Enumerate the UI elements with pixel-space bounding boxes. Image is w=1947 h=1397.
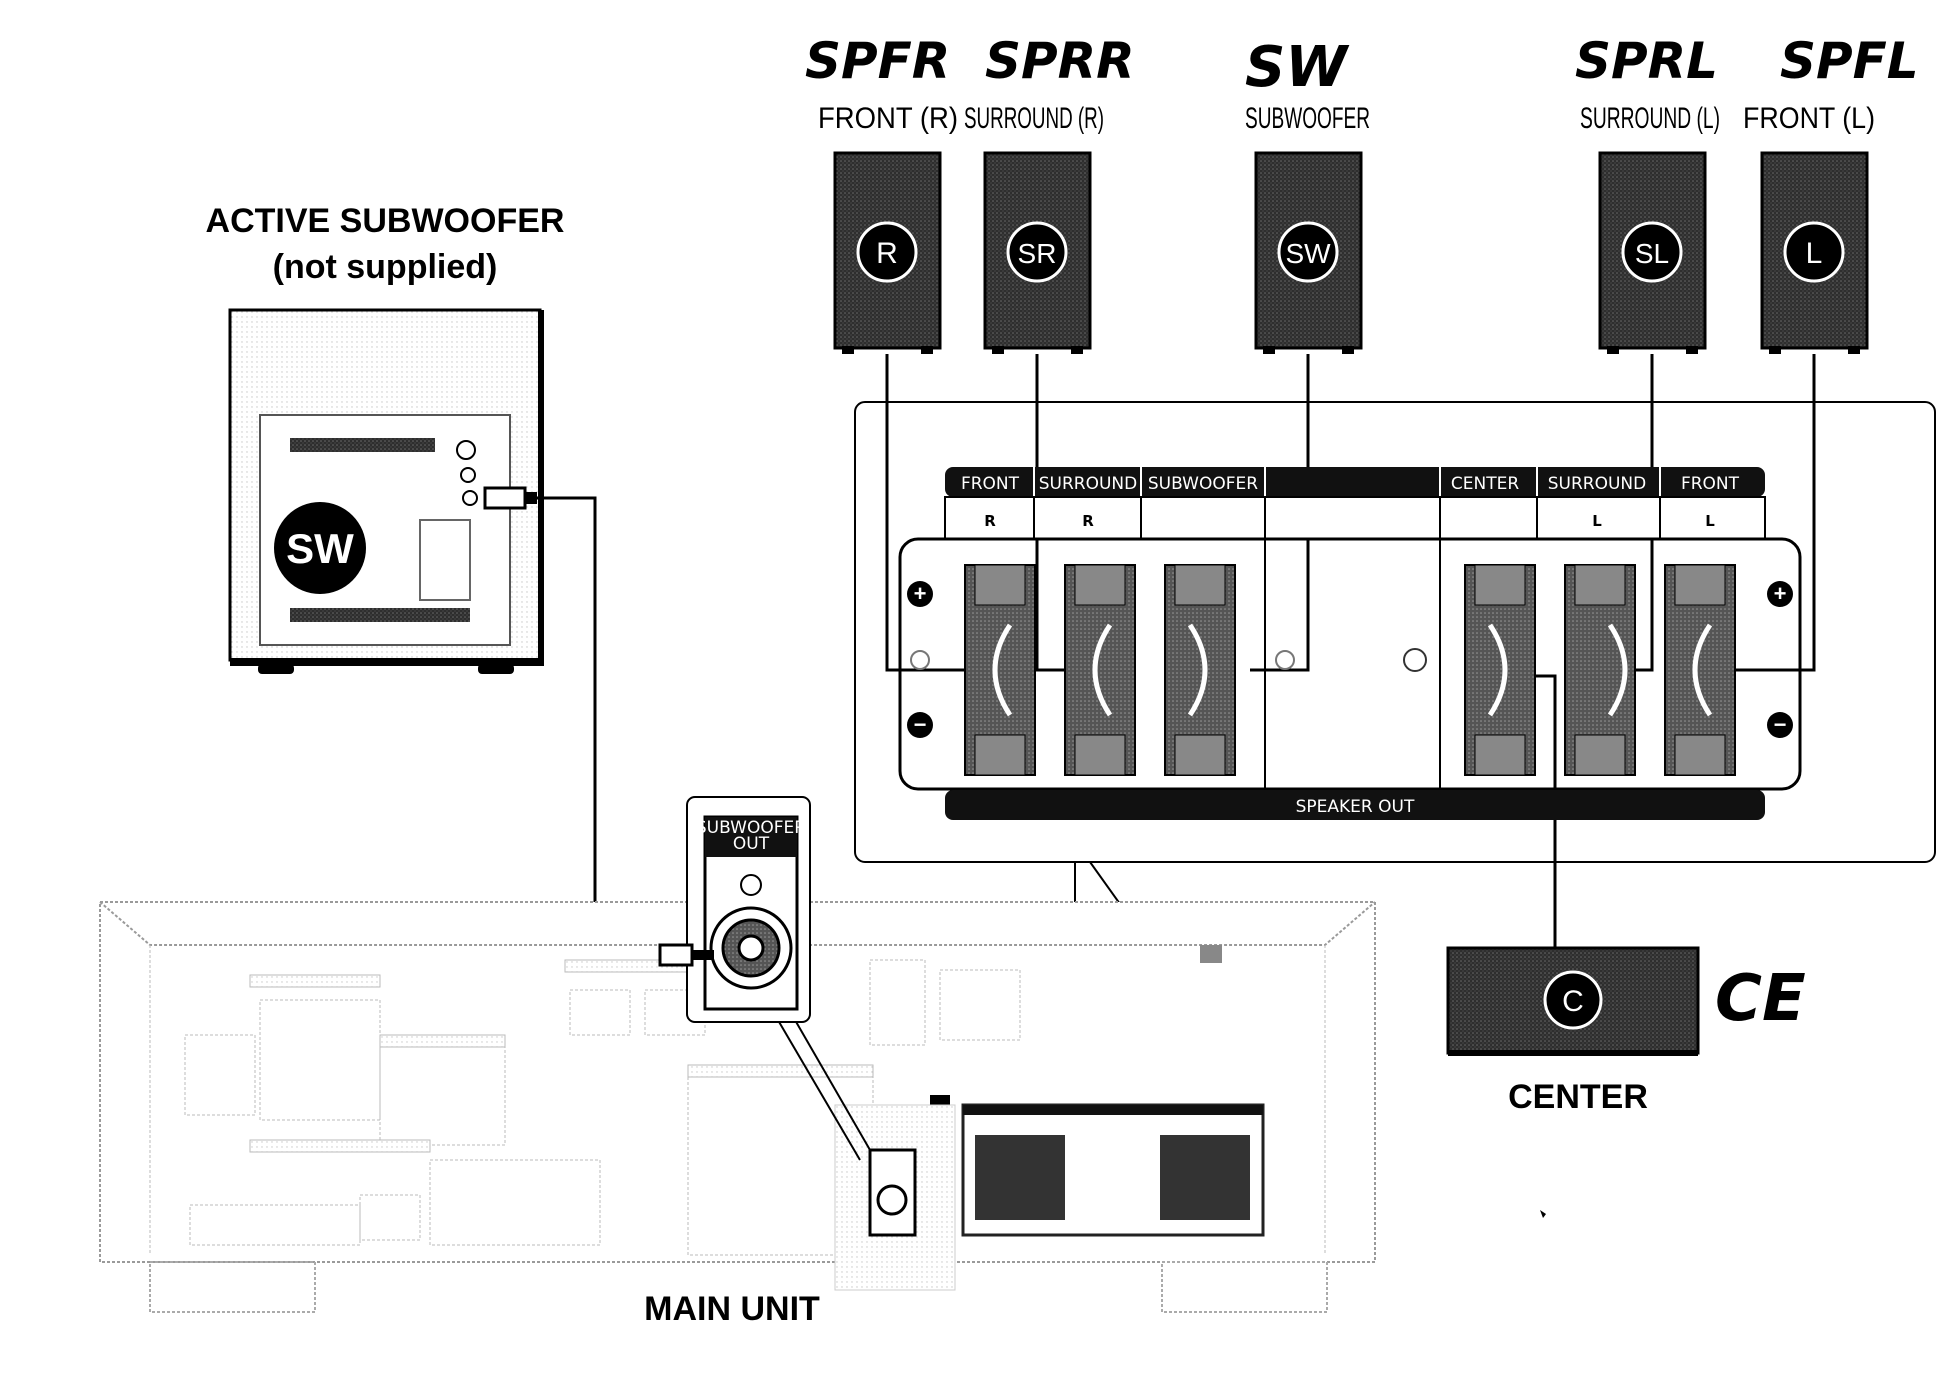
svg-text:FRONT: FRONT: [1681, 474, 1740, 494]
terminal-block-front-r: [964, 564, 1036, 776]
handwritten-sw: SW: [1245, 35, 1350, 100]
speaker-front-r: R: [833, 151, 942, 354]
svg-text:SURROUND: SURROUND: [1039, 474, 1138, 494]
label-surround-l: SURROUND (L): [1580, 102, 1720, 135]
speaker-name-labels: FRONT (R) SURROUND (R) SUBWOOFER SURROUN…: [818, 102, 1875, 135]
speaker-out-bar: [945, 790, 1765, 820]
handwritten-spfr: SPFR: [805, 32, 950, 90]
speaker-surround-r: SR: [983, 151, 1092, 354]
handwritten-ce: CE: [1715, 962, 1806, 1036]
svg-text:C: C: [1562, 985, 1584, 1018]
svg-text:SL: SL: [1635, 238, 1669, 269]
minus-icon-right: [1767, 712, 1793, 738]
svg-text:R: R: [876, 237, 898, 270]
cable-front-l: [1720, 354, 1816, 672]
label-surround-r: SURROUND (R): [964, 102, 1104, 135]
cable-front-r: [885, 354, 975, 672]
handwritten-labels: SPFR SPRR SW SPRL SPFL CE: [805, 32, 1919, 1036]
terminal-block-subwoofer: [1164, 564, 1236, 776]
label-front-r: FRONT (R): [818, 102, 958, 135]
handwritten-sprl: SPRL: [1575, 32, 1718, 90]
cable-subwoofer: [1250, 354, 1310, 672]
sub-line-in-jack: [462, 490, 478, 506]
cable-surround-r: [1035, 354, 1075, 672]
svg-text:SUBWOOFER: SUBWOOFER: [696, 818, 806, 838]
badge-l-icon: [1783, 221, 1845, 283]
badge-sl-icon: [1621, 221, 1683, 283]
speaker-surround-l: SL: [1598, 151, 1707, 354]
terminal-block-surround-l: [1564, 564, 1636, 776]
svg-text:R: R: [1082, 512, 1094, 530]
subwoofer-rca-cable: [537, 496, 660, 957]
badge-active-sw-icon: [274, 502, 366, 594]
main-unit: [99, 901, 1376, 1313]
svg-text:R: R: [984, 512, 996, 530]
svg-text:SW: SW: [1285, 238, 1331, 269]
svg-text:L: L: [1806, 237, 1823, 270]
screw-icon-center: [1403, 648, 1427, 672]
stray-mark: [1540, 1210, 1546, 1218]
svg-text:L: L: [1592, 512, 1602, 530]
svg-text:+: +: [914, 581, 927, 606]
handwritten-sprr: SPRR: [985, 32, 1135, 90]
handwritten-spfl: SPFL: [1780, 32, 1919, 90]
svg-text:+: +: [1774, 581, 1787, 606]
speaker-terminal-callout: FRONT SURROUND SUBWOOFER CENTER SURROUND…: [854, 401, 1936, 1101]
svg-text:SURROUND: SURROUND: [1548, 474, 1647, 494]
svg-text:L: L: [1705, 512, 1715, 530]
svg-text:CENTER: CENTER: [1451, 474, 1519, 494]
badge-c-icon: [1543, 970, 1603, 1030]
screw-icon: [910, 650, 930, 670]
svg-text:−: −: [1774, 712, 1787, 737]
minus-icon: [907, 712, 933, 738]
speaker-front-l: L: [1760, 151, 1869, 354]
plus-icon: [907, 581, 933, 607]
terminal-block-surround-r: [1064, 564, 1136, 776]
label-center: CENTER: [1508, 1078, 1648, 1116]
label-main-unit: MAIN UNIT: [644, 1290, 820, 1328]
label-front-l: FRONT (L): [1743, 102, 1875, 135]
svg-text:SPEAKER OUT: SPEAKER OUT: [1296, 797, 1415, 817]
screw-icon-sub-out: [740, 874, 762, 896]
svg-text:SUBWOOFER: SUBWOOFER: [1148, 474, 1258, 494]
badge-sr-icon: [1006, 221, 1068, 283]
svg-text:(not supplied): (not supplied): [273, 248, 498, 286]
svg-text:−: −: [914, 712, 927, 737]
badge-sw-icon: [1277, 221, 1339, 283]
svg-text:SW: SW: [286, 525, 354, 572]
subwoofer-out-callout: SUBWOOFER OUT: [658, 796, 871, 1161]
active-subwoofer-title: ACTIVE SUBWOOFER (not supplied): [206, 202, 565, 286]
subwoofer-out-jack: [737, 934, 765, 962]
terminal-block-front-l: [1664, 564, 1736, 776]
terminal-block-center: [1464, 564, 1536, 776]
svg-text:FRONT: FRONT: [961, 474, 1020, 494]
svg-text:ACTIVE SUBWOOFER: ACTIVE SUBWOOFER: [206, 202, 565, 240]
badge-r-icon: [856, 221, 918, 283]
label-subwoofer: SUBWOOFER: [1245, 102, 1370, 135]
speaker-center: C: [1446, 946, 1700, 1056]
svg-text:SR: SR: [1018, 238, 1057, 269]
plus-icon-right: [1767, 581, 1793, 607]
screw-icon-left: [1275, 650, 1295, 670]
active-subwoofer: SW: [228, 308, 544, 674]
svg-text:OUT: OUT: [733, 834, 770, 854]
speaker-subwoofer: SW: [1254, 151, 1363, 354]
